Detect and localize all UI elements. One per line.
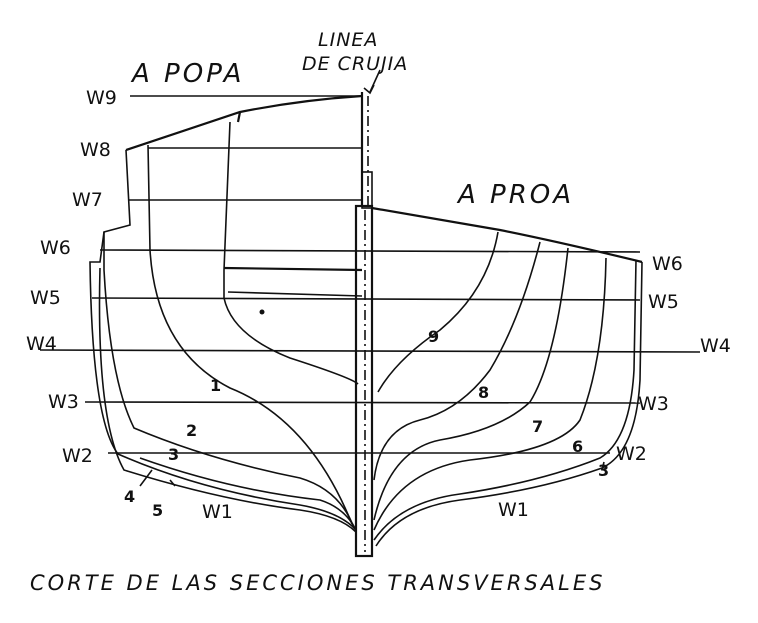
wl-label-w4-right: W4 bbox=[700, 335, 731, 357]
wl-label-w4-left: W4 bbox=[26, 333, 57, 355]
transom-notch bbox=[236, 111, 242, 123]
section-5 bbox=[98, 267, 357, 533]
section-4 bbox=[89, 231, 357, 531]
sheer-stern bbox=[125, 94, 363, 152]
wl-label-w1-right: W1 bbox=[498, 499, 529, 521]
waterlines bbox=[39, 95, 701, 454]
stern-sections bbox=[89, 94, 363, 533]
dot-mark bbox=[259, 309, 265, 315]
waterline-w3 bbox=[84, 401, 641, 404]
section-2 bbox=[147, 144, 353, 525]
wl-label-w2-left: W2 bbox=[62, 445, 93, 467]
wl-label-w6-left: W6 bbox=[40, 237, 71, 259]
wl-label-w3-right: W3 bbox=[638, 393, 669, 415]
section-label-3-bow: 3 bbox=[598, 461, 609, 480]
wl-label-w3-left: W3 bbox=[48, 391, 79, 413]
leader-3-bow bbox=[601, 461, 605, 471]
keel-bar bbox=[354, 204, 374, 558]
wl-label-w9-left: W9 bbox=[86, 87, 117, 109]
section-label-6: 6 bbox=[572, 437, 583, 456]
diagram-caption: CORTE DE LAS SECCIONES TRANSVERSALES bbox=[30, 571, 605, 595]
section-1-upper bbox=[223, 121, 359, 385]
section-label-3: 3 bbox=[168, 445, 179, 464]
bow-sections bbox=[371, 206, 643, 547]
wl-label-w5-left: W5 bbox=[30, 287, 61, 309]
wl-label-w1-left: W1 bbox=[202, 501, 233, 523]
section-7 bbox=[373, 247, 569, 521]
section-6-outer bbox=[373, 259, 637, 541]
section-label-9: 9 bbox=[428, 327, 439, 346]
wl-label-w7-left: W7 bbox=[72, 189, 103, 211]
waterline-w5 bbox=[91, 297, 641, 301]
keel-cap bbox=[361, 171, 373, 209]
section-label-8: 8 bbox=[478, 383, 489, 402]
section-bottom-w1 bbox=[139, 457, 357, 531]
waterline-w6 bbox=[99, 249, 641, 253]
section-label-4: 4 bbox=[124, 487, 135, 506]
label-centerline-1: LINEA bbox=[318, 29, 378, 51]
section-label-1: 1 bbox=[210, 376, 221, 395]
sheer-bow bbox=[371, 206, 643, 264]
waterline-labels: W9 W8 W7 W6 W5 W4 W3 W2 W1 W6 W5 W4 W3 W… bbox=[26, 87, 731, 523]
leader-4 bbox=[139, 469, 153, 487]
section-9 bbox=[377, 231, 499, 393]
section-numbers: 1 2 3 4 5 6 7 8 9 3 bbox=[124, 327, 609, 520]
section-3-bow bbox=[375, 261, 643, 547]
centerline-arrowhead bbox=[363, 84, 375, 95]
leader-5 bbox=[169, 479, 176, 487]
wl-label-w5-right: W5 bbox=[648, 291, 679, 313]
section-label-2: 2 bbox=[186, 421, 197, 440]
section-3 bbox=[103, 149, 355, 529]
wl-label-w2-right: W2 bbox=[616, 443, 647, 465]
wl-label-w8-left: W8 bbox=[80, 139, 111, 161]
section-8 bbox=[373, 241, 541, 481]
label-stern: A POPA bbox=[130, 59, 244, 89]
label-centerline-2: DE CRUJIA bbox=[302, 53, 408, 75]
section-1-inner-deck bbox=[227, 291, 363, 297]
section-6 bbox=[373, 257, 607, 531]
keel bbox=[354, 92, 374, 558]
section-label-7: 7 bbox=[532, 417, 543, 436]
wl-label-w6-right: W6 bbox=[652, 253, 683, 275]
section-label-5: 5 bbox=[152, 501, 163, 520]
label-bow: A PROA bbox=[456, 180, 574, 210]
section-1-deck bbox=[223, 266, 363, 272]
waterline-w4 bbox=[39, 349, 701, 353]
